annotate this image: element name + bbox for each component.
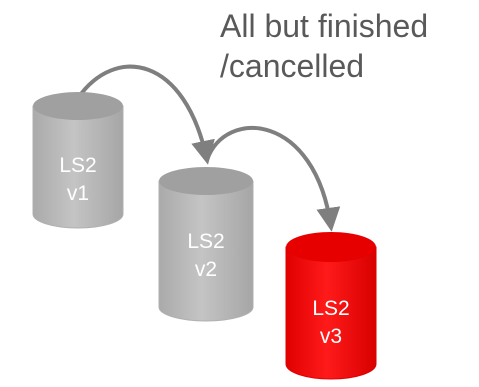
database-v3-name: LS2	[312, 297, 349, 320]
database-cylinder-v3: LS2 v3	[285, 232, 377, 380]
caption-line-2: /cancelled	[220, 48, 365, 84]
arrow-v2-to-v3	[205, 126, 341, 232]
database-cylinder-v1: LS2 v1	[32, 92, 124, 229]
database-v1-version: v1	[67, 182, 89, 205]
migration-caption: All but finished /cancelled	[220, 6, 470, 86]
arrow-v1-to-v2	[76, 64, 215, 165]
database-v2-name: LS2	[187, 230, 224, 253]
database-v2-version: v2	[195, 258, 217, 281]
caption-line-1: All but finished	[220, 8, 429, 44]
database-cylinder-v2: LS2 v2	[158, 167, 254, 322]
database-v1-name: LS2	[59, 154, 96, 177]
database-v3-version: v3	[320, 325, 342, 348]
